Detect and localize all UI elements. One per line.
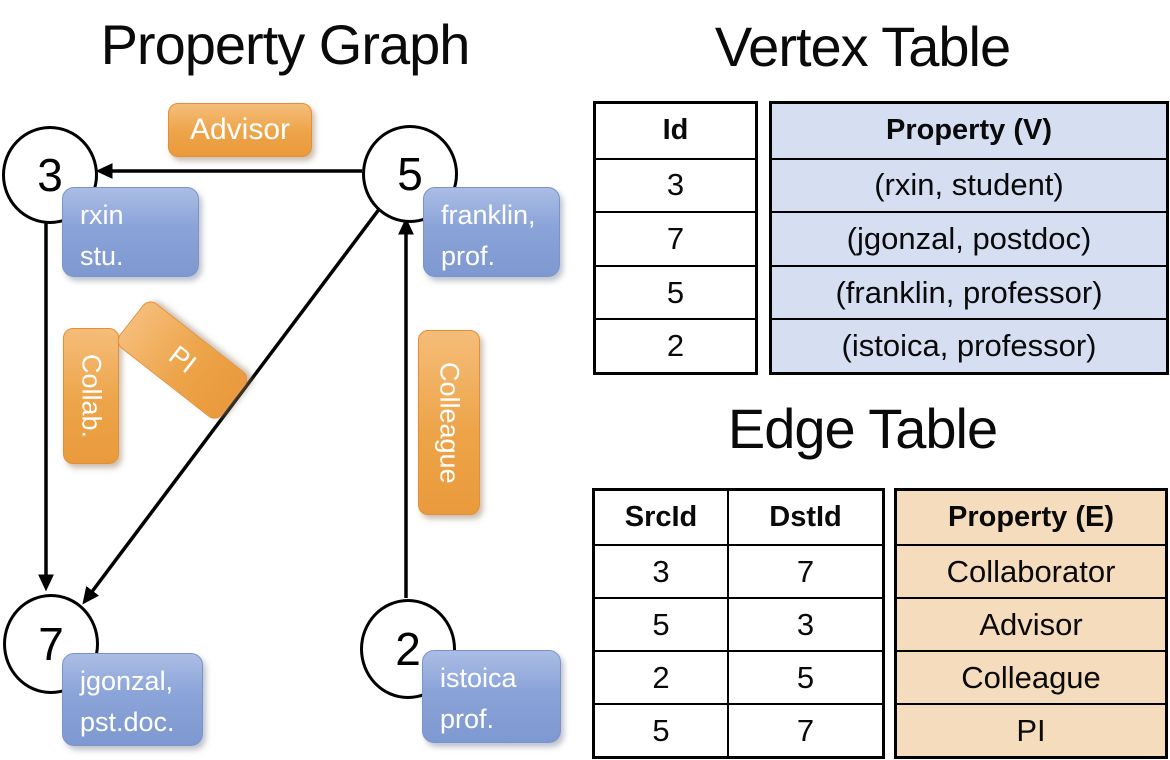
edge-table-cell: 3 [727, 597, 882, 650]
property-graph-title: Property Graph [100, 13, 471, 76]
vertex-box-franklin-line1: franklin, [441, 200, 536, 230]
edge-table-id-columns: SrcId DstId 3 7 5 3 2 5 5 7 [592, 488, 885, 759]
edge-arrow-5-to-7 [82, 206, 382, 605]
edge-label-collab: Collab. [63, 328, 119, 464]
edge-table-cell: 7 [727, 703, 882, 756]
edge-label-collab-text: Collab. [76, 353, 107, 439]
edge-table-cell: 5 [595, 597, 727, 650]
edge-label-colleague: Colleague [418, 330, 480, 515]
vertex-table-cell: (jgonzal, postdoc) [772, 211, 1166, 265]
vertex-box-franklin-line2: prof. [441, 240, 496, 271]
vertex-box-franklin: franklin, prof. [423, 187, 560, 277]
vertex-table-property-column: Property (V) (rxin, student) (jgonzal, p… [769, 101, 1169, 375]
vertex-table-header-property: Property (V) [772, 104, 1166, 158]
node-7-id: 7 [38, 618, 64, 670]
edge-table-cell: 2 [595, 650, 727, 703]
vertex-table-header-id: Id [662, 114, 689, 147]
vertex-table-id-column: Id 3 7 5 2 [593, 101, 758, 375]
edge-label-pi-text: PI [163, 339, 203, 380]
edge-table-cell: PI [897, 703, 1165, 756]
vertex-box-rxin-line2: stu. [80, 240, 124, 271]
node-5-id: 5 [397, 148, 423, 200]
vertex-box-jgonzal-line1: jgonzal, [80, 666, 174, 696]
edge-table-cell: 5 [595, 703, 727, 756]
vertex-table-cell: 7 [596, 211, 755, 265]
vertex-box-rxin-line1: rxin [80, 200, 124, 230]
vertex-table-cell: 2 [596, 318, 755, 372]
edge-table-header-property: Property (E) [897, 491, 1165, 544]
edge-table-cell: 7 [727, 544, 882, 597]
node-3-id: 3 [37, 149, 63, 201]
vertex-box-istoica-line1: istoica [440, 663, 517, 693]
edge-table-cell: Advisor [897, 597, 1165, 650]
vertex-box-jgonzal-line2: pst.doc. [80, 706, 175, 737]
graph-node-2: 2 [360, 599, 456, 699]
graph-edges-canvas [37, 162, 415, 605]
vertex-table-cell: 3 [596, 157, 755, 212]
vertex-table-cell: 5 [596, 264, 755, 319]
edge-table-cell: Collaborator [897, 544, 1165, 597]
vertex-table: Id 3 7 5 2 Property (V) (rxin, student) … [593, 101, 1169, 375]
vertex-box-istoica-line2: prof. [440, 703, 495, 734]
vertex-box-jgonzal: jgonzal, pst.doc. [62, 653, 203, 746]
edge-table-cell: 5 [727, 650, 882, 703]
edge-table-header-dstid: DstId [727, 491, 882, 544]
edge-label-colleague-text: Colleague [434, 361, 465, 484]
node-2-id: 2 [395, 623, 421, 675]
vertex-table-title: Vertex Table [714, 15, 1011, 78]
vertex-box-rxin: rxin stu. [62, 187, 199, 277]
edge-label-advisor-text: Advisor [189, 113, 291, 146]
vertex-box-istoica: istoica prof. [422, 650, 561, 743]
vertex-table-cell: (franklin, professor) [772, 264, 1166, 319]
vertex-table-cell: (istoica, professor) [772, 318, 1166, 372]
edge-table-title: Edge Table [727, 397, 998, 460]
edge-table-header-srcid: SrcId [624, 501, 698, 533]
vertex-table-cell: (rxin, student) [772, 157, 1166, 212]
edge-table-cell: 3 [595, 544, 727, 597]
edge-table-cell: Colleague [897, 650, 1165, 703]
edge-table: SrcId DstId 3 7 5 3 2 5 5 7 Property (E)… [592, 488, 1168, 759]
edge-table-property-column: Property (E) Collaborator Advisor Collea… [894, 488, 1168, 759]
edge-label-advisor: Advisor [168, 103, 312, 157]
